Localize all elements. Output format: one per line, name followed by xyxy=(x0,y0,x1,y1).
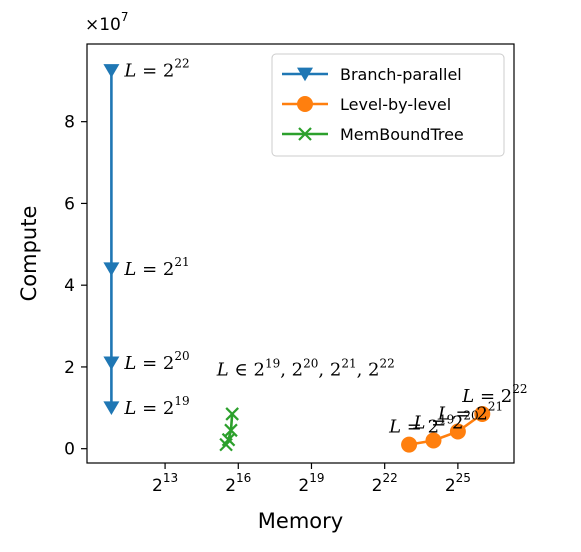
data-point-memboundtree xyxy=(225,407,239,421)
annotation-label: L = 220 xyxy=(412,409,478,434)
x-tick-label: 222 xyxy=(372,471,398,496)
data-point-branch-parallel xyxy=(103,64,120,78)
annotation-label: L = 220 xyxy=(123,349,189,374)
annotation-label: L = 222 xyxy=(123,57,189,82)
annotation-label: L = 219 xyxy=(123,394,189,419)
data-point-level-by-level xyxy=(449,423,466,440)
data-point-level-by-level xyxy=(401,436,418,453)
x-tick-label: 219 xyxy=(298,471,324,496)
data-point-branch-parallel xyxy=(103,401,120,416)
annotation-label: L = 221 xyxy=(123,255,189,280)
data-point-branch-parallel xyxy=(103,356,120,371)
data-point-memboundtree xyxy=(224,423,238,438)
series-line-level-by-level xyxy=(408,412,484,446)
legend-marker-branch-parallel xyxy=(297,67,313,82)
y-tick-label: 8 xyxy=(64,113,75,133)
y-tick-label: 0 xyxy=(64,440,75,460)
y-tick-label: 4 xyxy=(64,276,75,296)
annotation-label: L = 219 xyxy=(388,413,454,438)
annotation-label: L = 221 xyxy=(437,400,503,425)
marker-stroke xyxy=(298,127,312,141)
legend-marker-memboundtree xyxy=(298,127,312,141)
annotation-label: L ∈ 219, 220, 221, 222 xyxy=(216,356,395,380)
legend: Branch-parallelLevel-by-levelMemBoundTre… xyxy=(271,53,505,157)
x-tick-label: 225 xyxy=(445,471,471,496)
x-tick-label: 216 xyxy=(225,471,251,496)
marker-stroke xyxy=(224,423,238,438)
legend-label-memboundtree: MemBoundTree xyxy=(340,125,464,144)
y-tick-label: 6 xyxy=(64,194,75,214)
legend-frame xyxy=(271,53,505,157)
data-point-branch-parallel xyxy=(103,262,120,277)
y-tick-label: 2 xyxy=(64,358,75,378)
plot-frame xyxy=(86,43,515,464)
legend-marker-level-by-level xyxy=(297,96,313,112)
data-point-level-by-level xyxy=(474,405,491,422)
legend-label-branch-parallel: Branch-parallel xyxy=(340,65,462,84)
annotation-label: L = 222 xyxy=(461,382,527,407)
x-tick-label: 213 xyxy=(152,471,178,496)
legend-label-level-by-level: Level-by-level xyxy=(340,95,451,114)
y-scale-factor: ×107 xyxy=(85,10,129,35)
data-point-level-by-level xyxy=(425,432,442,449)
marker-stroke xyxy=(221,432,236,447)
marker-stroke xyxy=(225,407,239,421)
y-axis-label: Compute xyxy=(17,206,41,302)
x-axis-label: Memory xyxy=(258,509,343,533)
